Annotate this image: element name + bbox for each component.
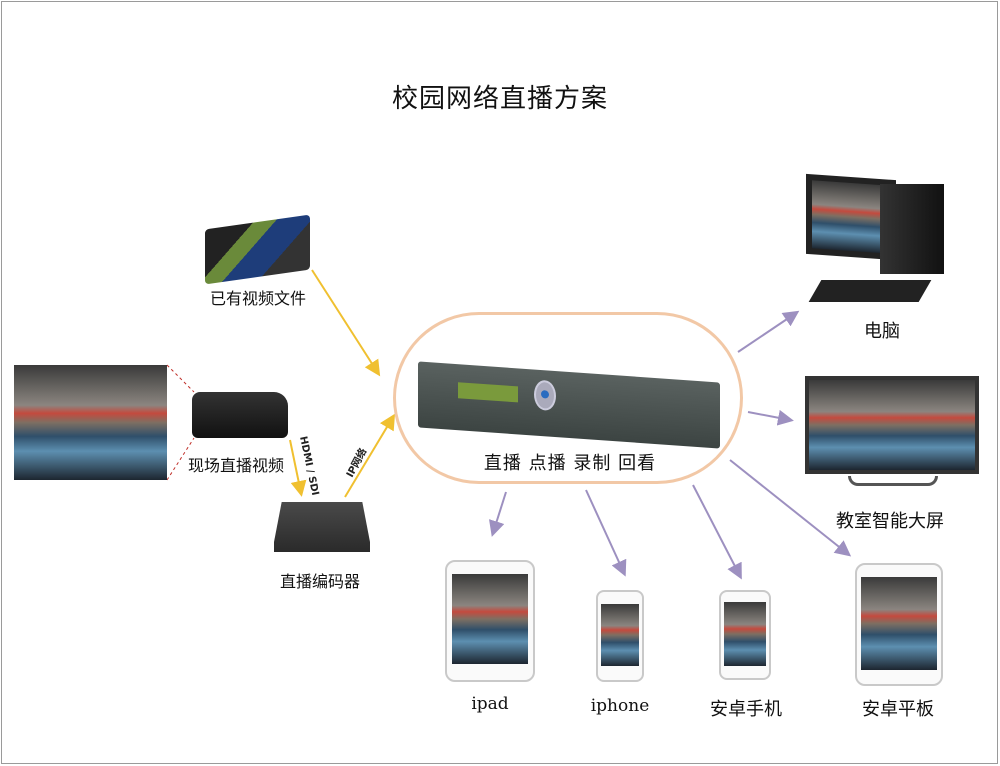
to-android-tablet-arrow (729, 459, 852, 557)
android-tablet-label: 安卓平板 (862, 699, 934, 720)
server-knob (534, 379, 556, 412)
server-oval (393, 312, 743, 484)
camera-to-encoder-arrow (289, 439, 307, 497)
encoder-label: 直播编码器 (279, 572, 361, 591)
live-scene-photo (14, 365, 167, 480)
live-video-label: 现场直播视频 (187, 456, 285, 475)
ipad-device (445, 560, 535, 682)
camera-image (192, 392, 288, 438)
tv-screen (805, 376, 979, 474)
to-iphone-arrow (585, 489, 627, 577)
pc-label: 电脑 (864, 321, 900, 342)
pc-keyboard (808, 280, 932, 302)
encoder-image (274, 502, 370, 552)
zoom-dash-top (166, 364, 195, 393)
zoom-dash-bottom (166, 437, 195, 481)
files-to-server-arrow (311, 269, 381, 377)
tv-label: 教室智能大屏 (836, 511, 944, 532)
iphone-label: iphone (590, 696, 650, 716)
encoder-to-server-arrow (344, 413, 396, 498)
to-tv-arrow (747, 409, 794, 426)
tv-stand (848, 476, 938, 486)
to-android-phone-arrow (692, 484, 742, 580)
to-pc-arrow (737, 310, 800, 353)
video-files-label: 已有视频文件 (209, 289, 307, 308)
diagram-title: 校园网络直播方案 (391, 84, 609, 114)
server-functions-label: 直播 点播 录制 回看 (483, 453, 657, 474)
android-phone-label: 安卓手机 (710, 699, 782, 720)
iphone-device (596, 590, 644, 682)
to-ipad-arrow (489, 491, 507, 537)
server-lcd (458, 382, 518, 403)
pc-tower (880, 184, 944, 274)
ipad-label: ipad (471, 694, 509, 714)
android-phone-device (719, 590, 771, 680)
android-tablet-device (855, 563, 943, 686)
